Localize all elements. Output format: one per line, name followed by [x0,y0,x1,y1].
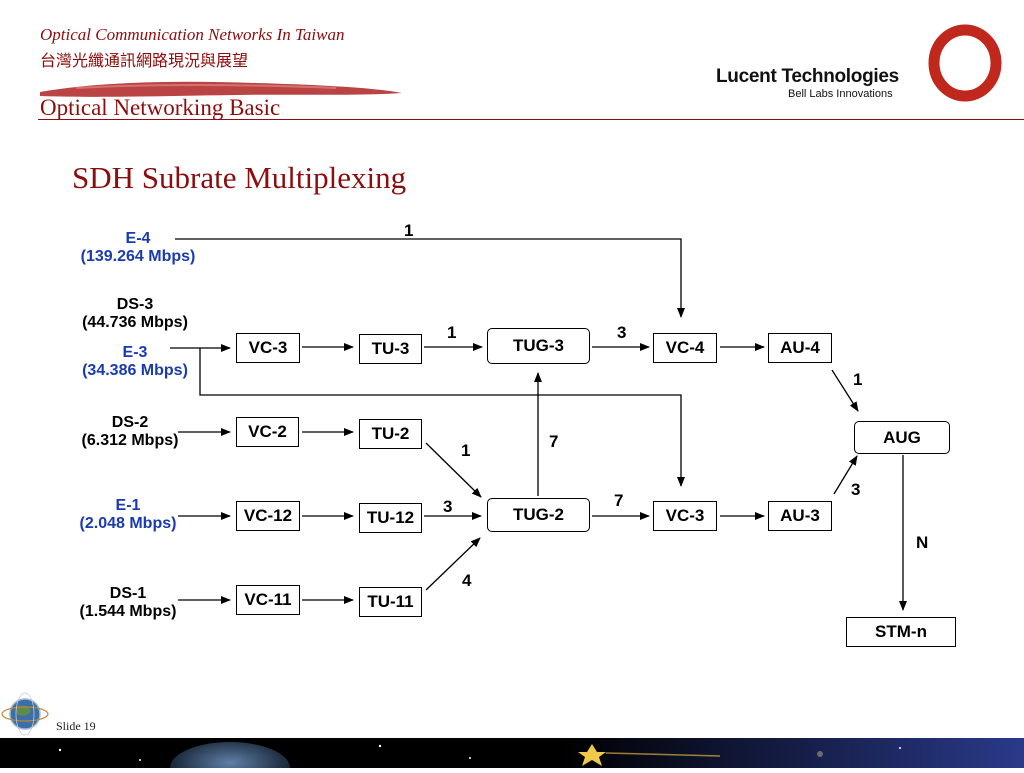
au3-to-aug-connector [833,455,858,495]
node-aug: AUG [854,421,950,454]
space-footer-band [0,738,1024,773]
node-vc2: VC-2 [236,417,299,447]
factor-aug-to-stmn: N [916,533,929,552]
source-ds1-rate: (1.544 Mbps) [79,603,177,620]
source-e3-name: E-3 [122,344,148,361]
e3-to-vc3-bottom-connector [199,348,685,487]
source-e1-rate: (2.048 Mbps) [79,515,177,532]
source-e4: E-4 (139.264 Mbps) [60,230,216,266]
node-vc11: VC-11 [236,585,300,615]
source-e4-rate: (139.264 Mbps) [80,248,196,265]
node-vc3-top: VC-3 [236,333,300,363]
tu11-to-tug2-connector [425,537,481,591]
factor-tu12-to-tug2: 3 [443,497,453,516]
node-au3: AU-3 [768,501,832,531]
slide-title: SDH Subrate Multiplexing [72,160,407,195]
header-divider [38,119,1024,120]
source-e3: E-3 (34.386 Mbps) [62,344,208,380]
node-tu3: TU-3 [359,334,422,364]
factor-tu2-to-tug2: 1 [461,441,471,460]
node-tu2: TU-2 [359,419,422,449]
source-e4-name: E-4 [125,230,151,247]
source-ds1: DS-1 (1.544 Mbps) [58,585,198,621]
node-tug3: TUG-3 [487,328,590,364]
factor-e4-to-vc4: 1 [404,221,414,240]
section-title: Optical Networking Basic [40,95,281,120]
source-ds3-rate: (44.736 Mbps) [82,314,188,331]
source-ds3: DS-3 (44.736 Mbps) [62,296,208,332]
course-title: Optical Communication Networks In Taiwan [40,25,345,44]
node-vc12: VC-12 [236,501,300,531]
lucent-logo-wordmark: Lucent Technologies [716,66,899,87]
source-e1: E-1 (2.048 Mbps) [58,497,198,533]
tu2-to-tug2-connector [425,442,482,498]
lucent-logo-tagline: Bell Labs Innovations [788,88,893,100]
source-e1-name: E-1 [115,497,141,514]
factor-tu3-to-tug3: 1 [447,323,457,342]
lucent-ring-logo-icon [928,24,1002,102]
globe-network-icon [1,692,49,736]
factor-tu11-to-tug2: 4 [462,571,472,590]
source-ds2-name: DS-2 [111,414,149,431]
course-title-chinese: 台灣光纖通訊網路現況與展望 [40,51,249,70]
node-au4: AU-4 [768,333,832,363]
slide-number: Slide 19 [56,719,96,733]
factor-au3-to-aug: 3 [851,480,861,499]
source-ds2-rate: (6.312 Mbps) [81,432,179,449]
node-tu11: TU-11 [359,587,422,617]
node-vc3-bottom: VC-3 [653,501,717,531]
node-tug2: TUG-2 [487,498,590,532]
source-ds2: DS-2 (6.312 Mbps) [60,414,200,450]
node-tu12: TU-12 [359,503,422,533]
brush-stroke-decoration [40,81,402,97]
au4-to-aug-connector [831,369,859,412]
space-backdrop-decoration [58,738,1024,773]
factor-tug2-to-tug3: 7 [549,432,559,451]
factor-tug2-to-vc3: 7 [614,491,624,510]
source-e3-rate: (34.386 Mbps) [82,362,188,379]
node-stmn: STM-n [846,617,956,647]
source-ds3-name: DS-3 [116,296,154,313]
source-ds1-name: DS-1 [109,585,147,602]
node-vc4: VC-4 [653,333,717,363]
factor-tug3-to-vc4: 3 [617,323,627,342]
factor-au4-to-aug: 1 [853,370,863,389]
e4-to-vc4-connector [175,238,685,318]
